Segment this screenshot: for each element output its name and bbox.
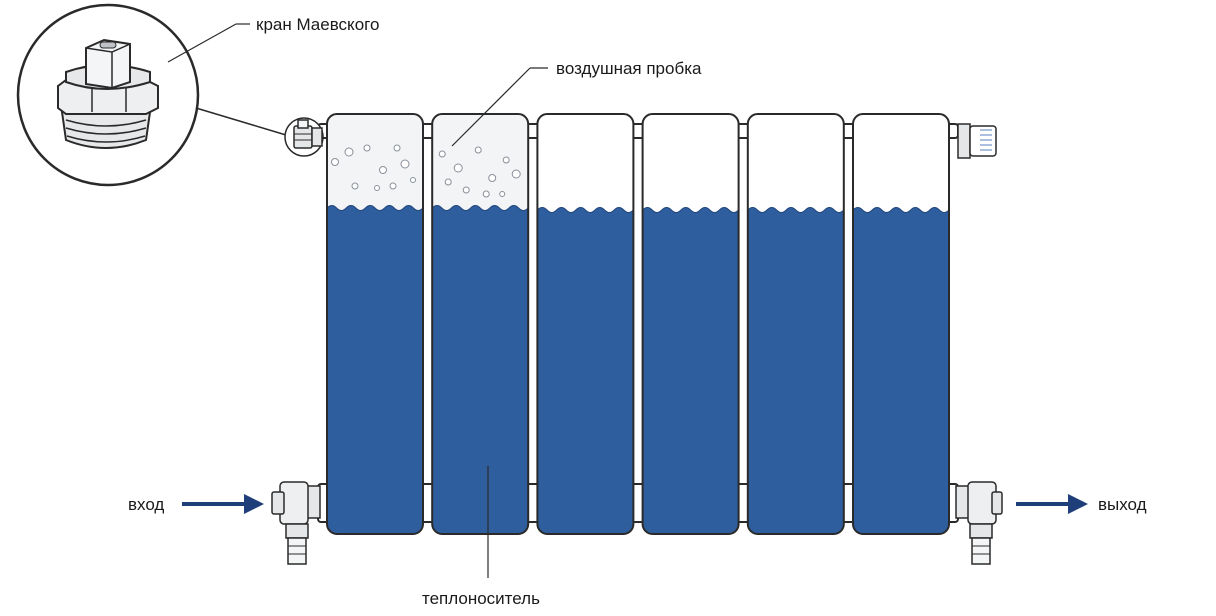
radiator-section xyxy=(746,113,845,535)
air-bubble xyxy=(344,147,354,157)
radiator-sections xyxy=(326,113,950,535)
end-plug-icon xyxy=(957,123,997,159)
mayevsky-valve-on-radiator xyxy=(284,117,324,157)
air-bubble xyxy=(351,182,359,190)
inlet-fitting xyxy=(271,481,321,565)
air-bubble xyxy=(379,166,387,174)
air-bubble xyxy=(374,185,380,191)
air-bubble xyxy=(511,169,521,179)
air-bubble xyxy=(331,158,339,166)
air-lock-leader-line xyxy=(451,67,531,147)
coolant-fill xyxy=(747,207,844,534)
air-bubble xyxy=(453,163,463,173)
air-bubble xyxy=(389,182,397,190)
inlet-arrow xyxy=(182,494,264,514)
outlet-label: выход xyxy=(1098,495,1147,514)
section-outline xyxy=(536,113,635,535)
coolant-fill xyxy=(537,207,634,534)
section-outline xyxy=(641,113,740,535)
air-bubble xyxy=(400,159,410,169)
mayevsky-valve-icon xyxy=(57,38,159,149)
air-bubble xyxy=(410,177,416,183)
coolant-fill xyxy=(432,205,529,534)
coolant-fill xyxy=(853,207,949,534)
radiator-section xyxy=(431,113,530,535)
air-bubble xyxy=(363,144,371,152)
air-bubble xyxy=(499,191,506,197)
outlet-fitting xyxy=(955,481,1003,565)
outlet-arrow xyxy=(1016,494,1088,514)
air-bubble xyxy=(444,178,452,186)
valve-label: кран Маевского xyxy=(256,15,379,34)
air-lock-label: воздушная пробка xyxy=(556,59,702,78)
radiator-section xyxy=(641,113,740,535)
coolant-fill xyxy=(327,205,423,534)
coolant-fill xyxy=(642,207,739,534)
valve-leader-line xyxy=(167,23,237,63)
air-bubble xyxy=(488,174,497,182)
radiator-section xyxy=(326,113,424,535)
air-bubble xyxy=(474,146,482,154)
air-bubble xyxy=(438,150,446,158)
section-outline xyxy=(431,113,530,535)
radiator-section xyxy=(852,113,950,535)
air-bubble xyxy=(482,190,490,198)
section-outline xyxy=(852,113,950,535)
section-outline xyxy=(326,113,424,535)
mayevsky-valve-magnifier xyxy=(16,3,297,187)
radiator-section xyxy=(536,113,635,535)
air-bubble xyxy=(393,144,401,152)
inlet-label: вход xyxy=(128,495,164,514)
section-outline xyxy=(746,113,845,535)
air-bubble xyxy=(462,186,470,194)
coolant-label: теплоноситель xyxy=(422,589,540,608)
air-bubble xyxy=(502,156,510,164)
